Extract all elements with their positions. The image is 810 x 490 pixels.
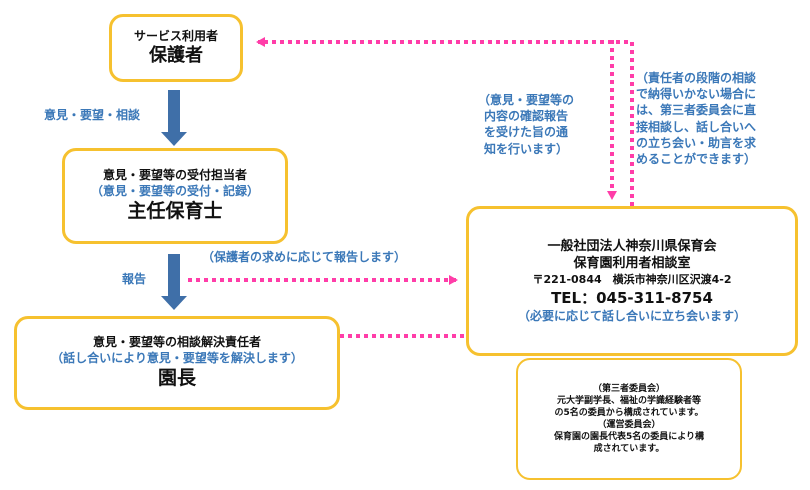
arrow-user-to-reception — [161, 90, 187, 146]
notify-label: （意見・要望等の 内容の確認報告 を受けた旨の通 知を行います） — [478, 93, 575, 156]
report-label: 報告 — [122, 272, 147, 286]
resolver-person: 園長 — [157, 367, 196, 390]
steering-text-1: 保育園の園長代表5名の委員により構 — [553, 432, 705, 443]
association-note: （必要に応じて話し合いに立ち会います） — [517, 309, 746, 323]
committee-box: （第三者委員会） 元大学副学長、福祉の学識経験者等 の5名の委員から構成されてい… — [516, 358, 742, 480]
third-party-text-2: の5名の委員から構成されています。 — [554, 407, 704, 418]
user-box: サービス利用者 保護者 — [109, 14, 243, 82]
dotted-association-to-user — [256, 37, 634, 206]
reception-person: 主任保育士 — [127, 200, 223, 223]
user-label: サービス利用者 — [133, 28, 218, 43]
opinion-label: 意見・要望・相談 — [44, 108, 141, 122]
third-party-text-1: 元大学副学長、福祉の学識経験者等 — [556, 395, 701, 406]
report-on-request-label: （保護者の求めに応じて報告します） — [202, 250, 407, 264]
resolver-title: 意見・要望等の相談解決責任者 — [92, 334, 261, 349]
resolver-box: 意見・要望等の相談解決責任者 （話し合いにより意見・要望等を解決します） 園長 — [14, 316, 340, 410]
association-office: 保育園利用者相談室 — [573, 256, 691, 272]
arrow-reception-to-resolver — [161, 254, 187, 310]
steering-heading: （運営委員会） — [597, 420, 661, 430]
reception-role: （意見・要望等の受付・記録） — [90, 184, 259, 199]
association-box: 一般社団法人神奈川県保育会 保育園利用者相談室 〒221-0844 横浜市神奈川… — [466, 206, 798, 356]
resolver-role: （話し合いにより意見・要望等を解決します） — [51, 351, 303, 366]
association-name: 一般社団法人神奈川県保育会 — [547, 238, 717, 254]
reception-title: 意見・要望等の受付担当者 — [102, 167, 247, 182]
reception-box: 意見・要望等の受付担当者 （意見・要望等の受付・記録） 主任保育士 — [62, 148, 288, 244]
association-address: 〒221-0844 横浜市神奈川区沢渡4-2 — [532, 272, 732, 286]
third-party-consult-label: （責任者の段階の相談 で納得いかない場合に は、第三者委員会に直 接相談し、話し… — [636, 71, 757, 166]
guardian-label: 保護者 — [149, 44, 203, 66]
steering-text-2: 成されています。 — [593, 444, 665, 455]
third-party-heading: （第三者委員会） — [592, 383, 665, 394]
association-phone: TEL：045-311-8754 — [551, 288, 713, 307]
